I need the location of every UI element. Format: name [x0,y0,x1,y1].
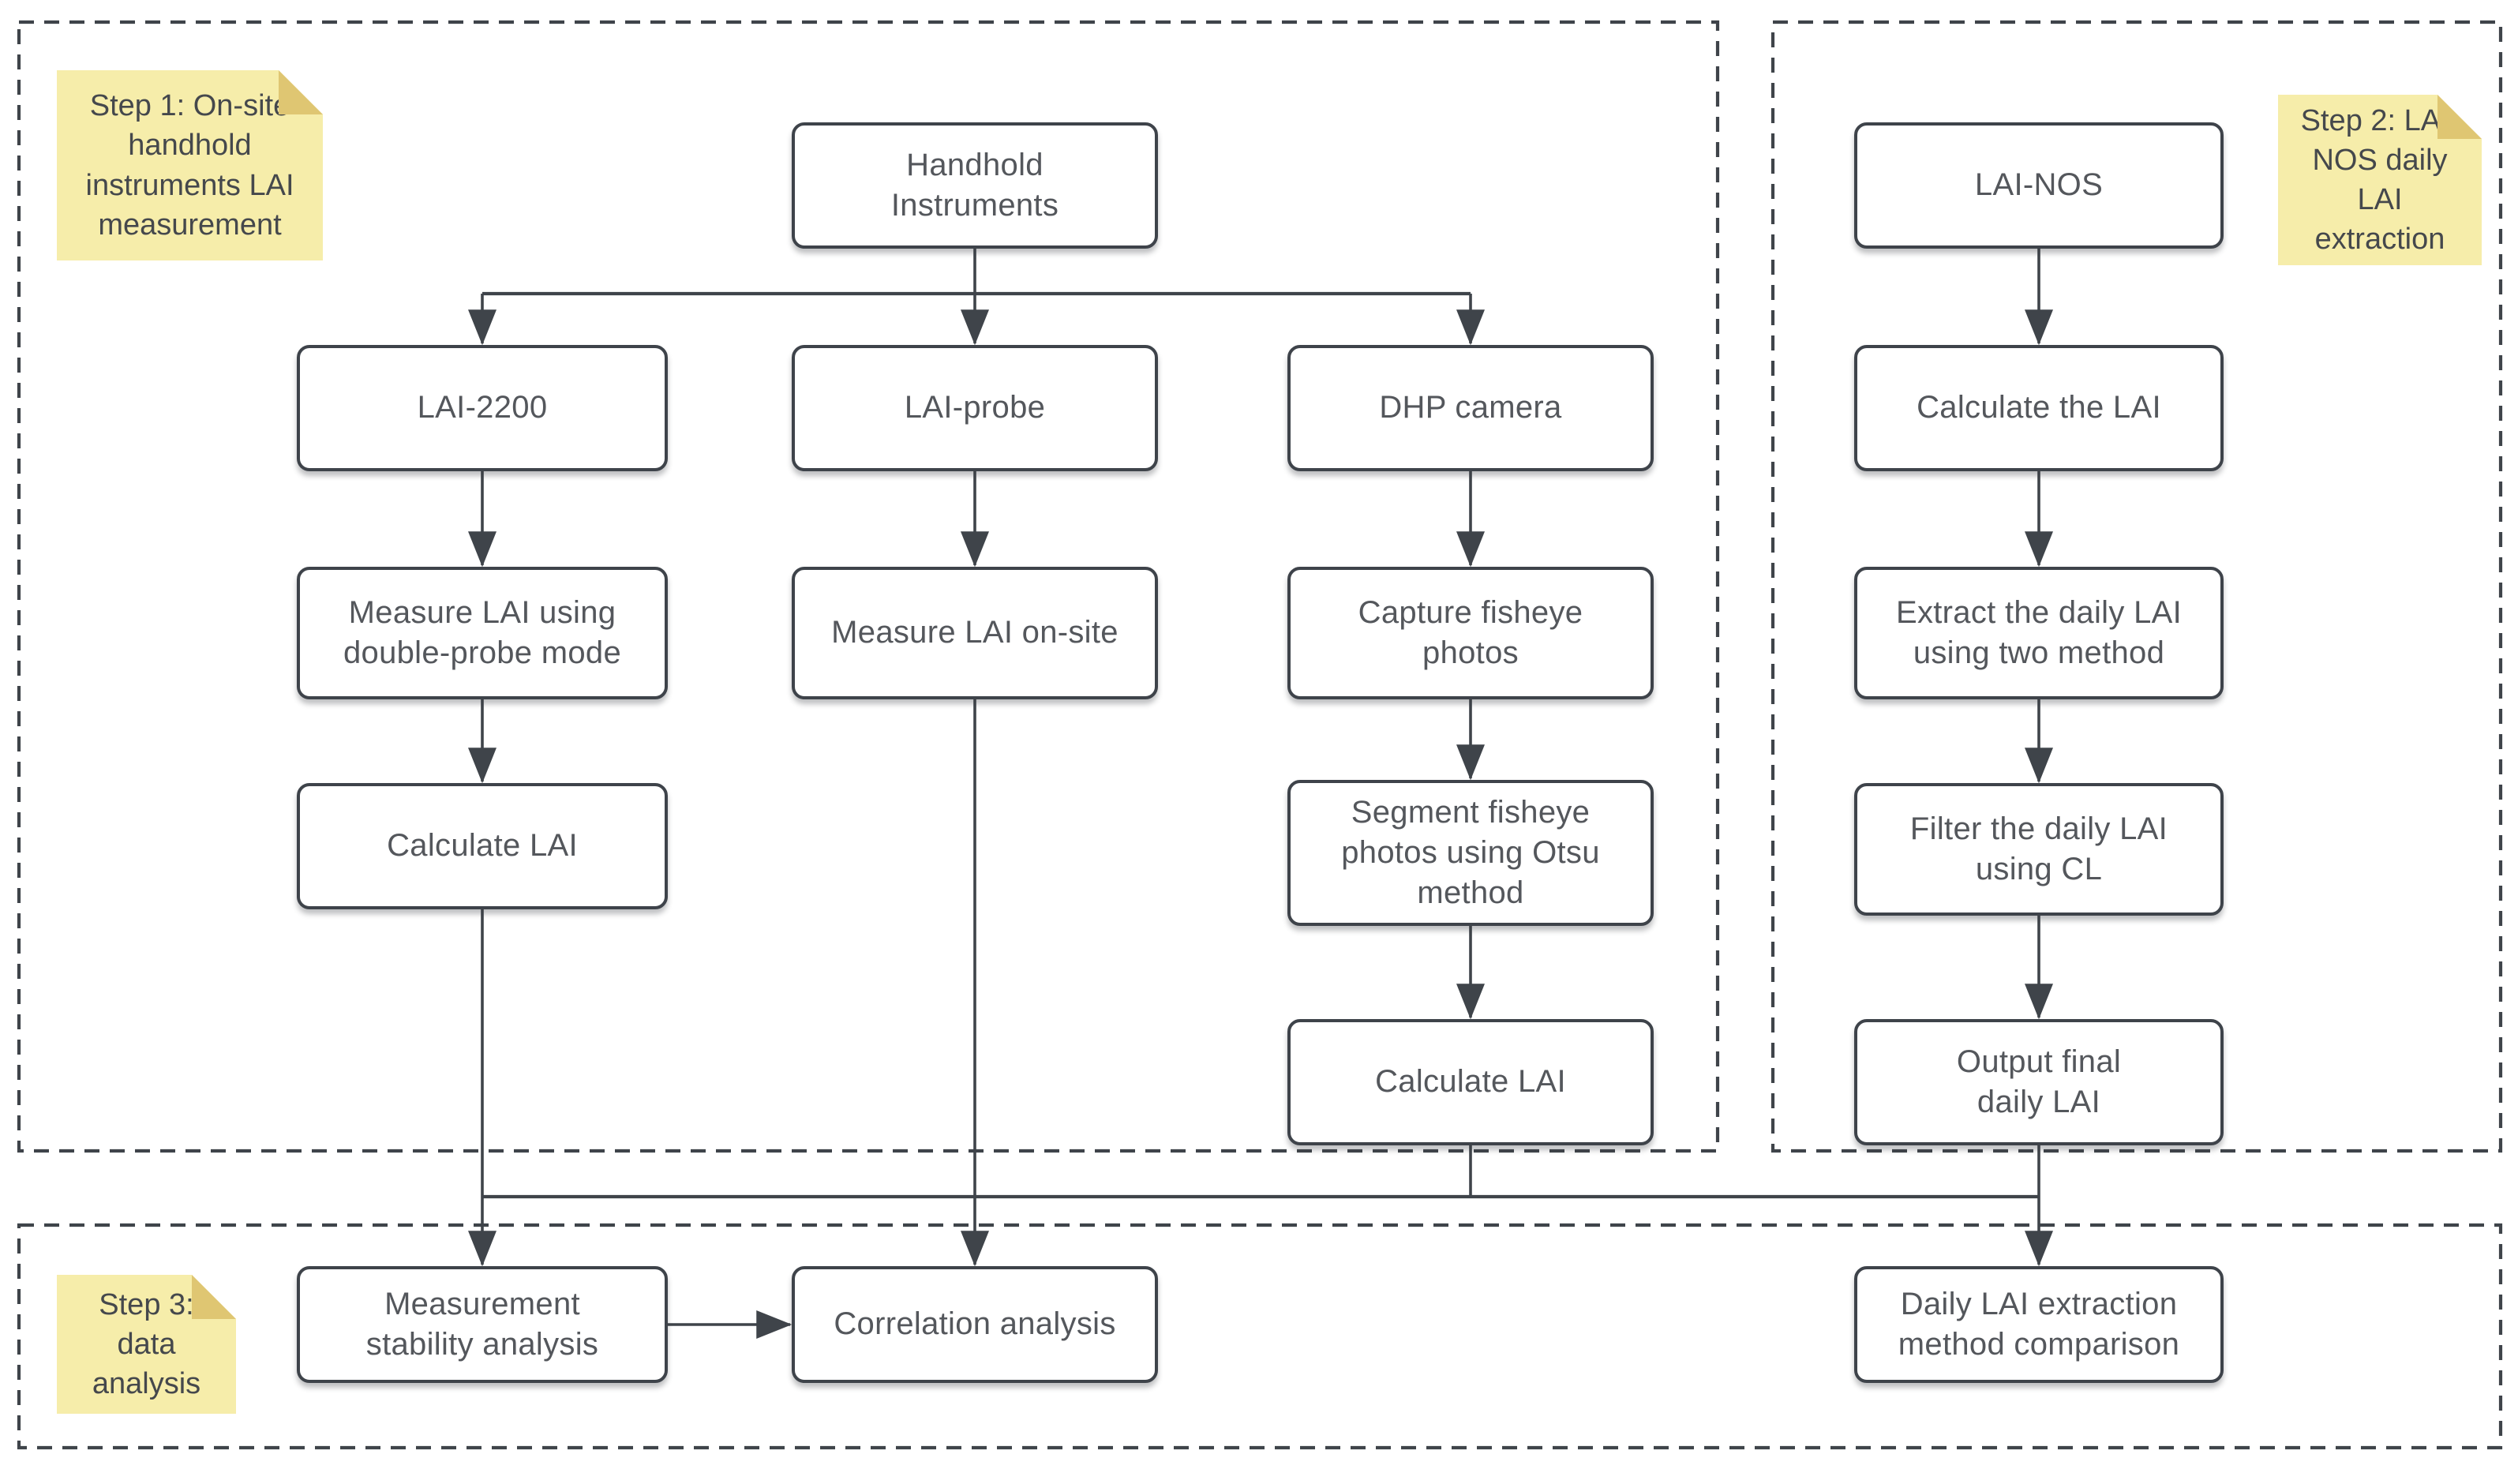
node-calculate-lai-1: Calculate LAI [297,783,668,909]
node-dhp-camera: DHP camera [1287,345,1654,471]
note-step3-text: Step 3: data analysis [92,1287,201,1401]
node-lai-2200: LAI-2200 [297,345,668,471]
region-step3 [17,1223,2503,1450]
node-extract-daily-lai: Extract the daily LAI using two method [1854,567,2224,699]
note-step1-text: Step 1: On-site handhold instruments LAI… [85,89,294,242]
node-output-final-daily-lai: Output final daily LAI [1854,1019,2224,1145]
node-measure-double-probe: Measure LAI using double-probe mode [297,567,668,699]
region-step1 [17,20,1720,1153]
node-capture-fisheye: Capture fisheye photos [1287,567,1654,699]
node-measure-on-site: Measure LAI on-site [792,567,1158,699]
node-lai-nos: LAI-NOS [1854,122,2224,249]
note-step2-text: Step 2: LAI- NOS daily LAI extraction [2300,103,2460,257]
region-step2 [1770,20,2503,1153]
node-segment-fisheye: Segment fisheye photos using Otsu method [1287,780,1654,926]
note-step2: Step 2: LAI- NOS daily LAI extraction [2278,95,2482,265]
node-lai-probe: LAI-probe [792,345,1158,471]
node-daily-lai-comparison: Daily LAI extraction method comparison [1854,1266,2224,1383]
node-calculate-the-lai: Calculate the LAI [1854,345,2224,471]
node-correlation-analysis: Correlation analysis [792,1266,1158,1383]
node-measurement-stability: Measurement stability analysis [297,1266,668,1383]
node-filter-daily-lai: Filter the daily LAI using CL [1854,783,2224,916]
node-handhold-instruments: Handhold Instruments [792,122,1158,249]
node-calculate-lai-2: Calculate LAI [1287,1019,1654,1145]
note-step3: Step 3: data analysis [57,1275,236,1414]
note-step1: Step 1: On-site handhold instruments LAI… [57,70,323,260]
